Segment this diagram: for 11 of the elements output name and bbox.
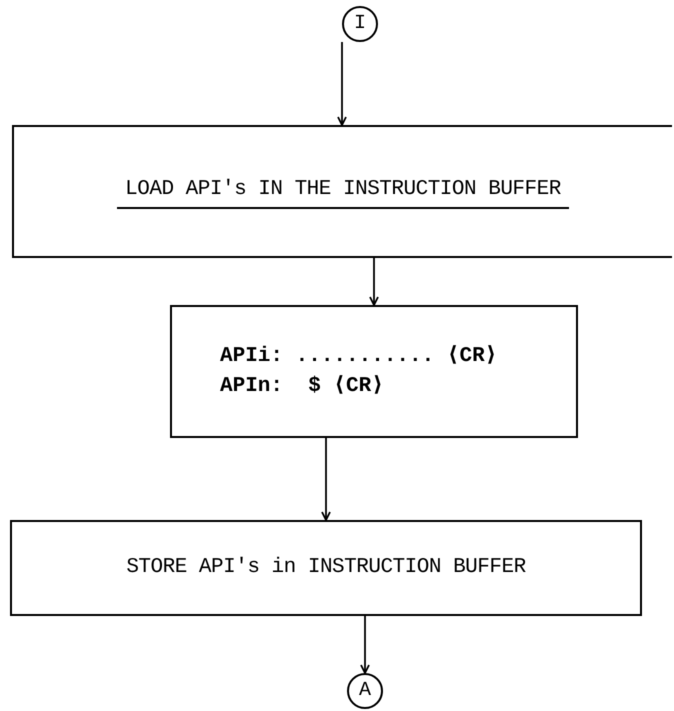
arrow — [360, 616, 370, 674]
process-box — [170, 305, 578, 438]
arrow — [321, 438, 331, 521]
code-line: APIi: ........... ⟨CR⟩ — [220, 344, 498, 370]
code-line: APIn: $ ⟨CR⟩ — [220, 374, 385, 400]
arrow — [369, 258, 379, 306]
step-text: STORE API's in INSTRUCTION BUFFER — [126, 555, 526, 582]
arrow — [337, 42, 347, 126]
process-box — [10, 520, 642, 616]
step-text: LOAD API's IN THE INSTRUCTION BUFFER — [117, 174, 569, 210]
process-box — [12, 125, 672, 258]
